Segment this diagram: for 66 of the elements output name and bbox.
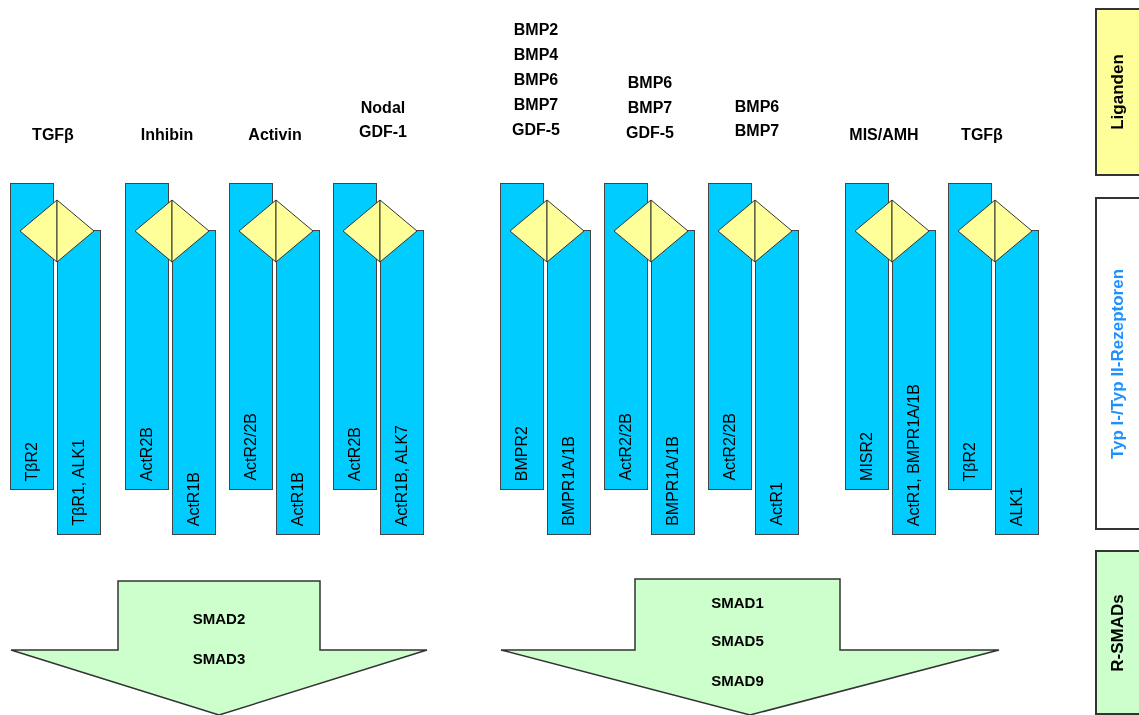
receptor-bar <box>500 183 544 490</box>
receptor-name: MISR2 <box>859 432 875 481</box>
receptor-bar <box>229 183 273 490</box>
ligand-name: BMP6 <box>513 70 559 90</box>
receptor-bar <box>604 183 648 490</box>
ligand-name: BMP2 <box>513 20 559 40</box>
ligand-name: GDF-1 <box>359 122 407 142</box>
receptor-bar <box>995 230 1039 535</box>
category-title: Liganden <box>1109 54 1126 130</box>
receptor-bar <box>380 230 424 535</box>
receptor-bar <box>708 183 752 490</box>
category-band <box>1095 550 1139 715</box>
receptor-name: ActR1B, ALK7 <box>394 424 410 526</box>
ligand-name: TGFβ <box>32 125 74 145</box>
receptor-name: ActR2/2B <box>722 413 738 481</box>
ligand-name: BMP7 <box>734 121 780 141</box>
ligand-name: MIS/AMH <box>849 125 919 145</box>
receptor-name: ActR1B <box>186 471 202 526</box>
receptor-name: ActR1 <box>769 482 785 526</box>
receptor-name: ActR2B <box>347 426 363 481</box>
category-band <box>1095 197 1139 530</box>
category-title: R-SMADs <box>1109 593 1126 672</box>
ligand-name: GDF-5 <box>626 123 674 143</box>
ligand-name: Inhibin <box>140 125 194 145</box>
receptor-name: ActR2B <box>139 426 155 481</box>
receptor-name: TβR2 <box>962 441 978 481</box>
receptor-bar <box>125 183 169 490</box>
receptor-name: ActR1B <box>290 471 306 526</box>
category-title: Typ I-/Typ II-Rezeptoren <box>1109 268 1126 459</box>
receptor-bar <box>57 230 101 535</box>
receptor-bar <box>547 230 591 535</box>
receptor-name: ActR1, BMPR1A/1B <box>906 383 922 526</box>
receptor-bar <box>651 230 695 535</box>
ligand-name: BMP7 <box>627 98 673 118</box>
ligand-name: Nodal <box>360 98 406 118</box>
block-arrow <box>10 580 428 715</box>
ligand-name: TGFβ <box>961 125 1003 145</box>
smad-name: SMAD3 <box>192 650 246 667</box>
receptor-bar <box>755 230 799 535</box>
receptor-bar <box>948 183 992 490</box>
block-arrow <box>500 578 1000 715</box>
receptor-name: BMPR2 <box>514 425 530 481</box>
ligand-name: BMP6 <box>627 73 673 93</box>
receptor-name: ALK1 <box>1009 486 1025 526</box>
smad-name: SMAD1 <box>711 594 764 611</box>
receptor-bar <box>333 183 377 490</box>
receptor-name: ActR2/2B <box>243 413 259 481</box>
ligand-name: BMP4 <box>513 45 559 65</box>
smad-name: SMAD9 <box>711 672 764 689</box>
receptor-bar <box>10 183 54 490</box>
receptor-bar <box>845 183 889 490</box>
receptor-name: TβR2 <box>24 441 40 481</box>
category-band <box>1095 8 1139 176</box>
receptor-bar <box>172 230 216 535</box>
smad-name: SMAD2 <box>192 610 246 627</box>
receptor-bar <box>892 230 936 535</box>
receptor-bar <box>276 230 320 535</box>
ligand-name: Activin <box>248 125 302 145</box>
smad-name: SMAD5 <box>711 632 764 649</box>
receptor-name: ActR2/2B <box>618 413 634 481</box>
ligand-name: BMP6 <box>734 97 780 117</box>
ligand-name: GDF-5 <box>512 120 560 140</box>
receptor-name: BMPR1A/1B <box>561 436 577 526</box>
receptor-name: TβR1, ALK1 <box>71 439 87 526</box>
receptor-name: BMPR1A/1B <box>665 436 681 526</box>
ligand-name: BMP7 <box>513 95 559 115</box>
